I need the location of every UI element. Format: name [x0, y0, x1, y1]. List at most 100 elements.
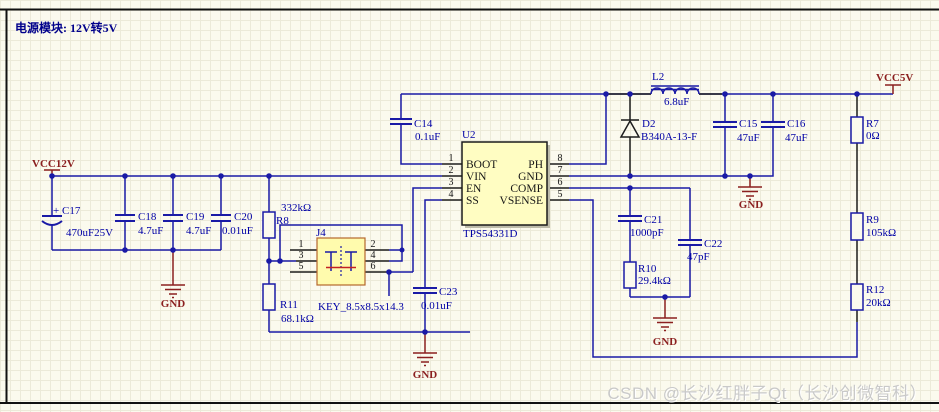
c23-ref-label: C23: [439, 286, 458, 298]
l2-value-label: 6.8uF: [664, 96, 689, 108]
c16-plates: [761, 121, 785, 128]
c15-ref-label: C15: [739, 118, 758, 130]
junction-dot: [722, 91, 728, 97]
j4-pin-number-2: 2: [371, 239, 376, 250]
power-port-vcc12v[interactable]: VCC12V: [32, 158, 75, 176]
u2-pin-number-5: 5: [558, 189, 563, 200]
c16-value-label: 47uF: [785, 132, 808, 144]
c14-ref-label: C14: [414, 118, 433, 130]
component-l2[interactable]: L2 6.8uF: [650, 71, 700, 108]
gnd-port-comp[interactable]: GND: [653, 297, 678, 348]
r12-body[interactable]: [850, 283, 864, 311]
component-c16[interactable]: C16 47uF: [761, 118, 808, 144]
component-c21[interactable]: C21 1000pF: [618, 214, 664, 239]
wire-c15-c16-tops[interactable]: [724, 94, 774, 122]
u2-pin-name-gnd: GND: [518, 171, 543, 183]
junction-dot: [662, 294, 668, 300]
l2-core-lines: [651, 85, 699, 91]
sheet-border: [0, 8, 939, 404]
gnd-port-output[interactable]: GND: [738, 176, 763, 211]
j4-pin-number-5: 5: [299, 261, 304, 272]
j4-pin-number-4: 4: [371, 250, 376, 261]
vcc5v-label: VCC5V: [876, 72, 913, 84]
wire-vsense-net[interactable]: [569, 199, 858, 358]
c16-ref-label: C16: [787, 118, 806, 130]
junction-dot: [854, 91, 860, 97]
r8-body[interactable]: [262, 211, 276, 239]
junction-dot: [422, 329, 428, 335]
u2-pin-number-3: 3: [449, 177, 454, 188]
junction-dot: [399, 247, 405, 253]
j4-switch-contacts: [325, 251, 357, 271]
u2-pin-number-4: 4: [449, 189, 454, 200]
wire-right-gnd-rail[interactable]: [569, 127, 774, 177]
component-c18[interactable]: C18 4.7uF: [115, 211, 163, 237]
junction-dot: [266, 258, 272, 264]
c18-plates: [115, 214, 135, 222]
wire-j4-loop[interactable]: [279, 224, 403, 262]
u2-right-pin-leads[interactable]: [547, 163, 569, 201]
component-r10[interactable]: R10 29.4kΩ: [623, 261, 671, 289]
wire-boot-c14[interactable]: [400, 94, 442, 165]
c17-value-label: 470uF25V: [66, 227, 113, 239]
gnd-symbol: [161, 250, 185, 299]
r9-body[interactable]: [850, 212, 864, 241]
component-c23[interactable]: C23 0.01uF: [413, 286, 458, 312]
j4-right-pin-leads[interactable]: [365, 249, 389, 273]
u2-pin-number-2: 2: [449, 165, 454, 176]
c22-plates: [678, 239, 702, 246]
c22-ref-label: C22: [704, 238, 722, 250]
component-d2[interactable]: D2 B340A-13-F: [619, 94, 697, 176]
component-r8[interactable]: 332kΩ R8: [262, 202, 311, 239]
component-c20[interactable]: C20 0.01uF: [211, 211, 253, 237]
r12-value-label: 20kΩ: [866, 297, 891, 309]
d2-ref-label: D2: [642, 118, 655, 130]
gnd-label: GND: [739, 199, 764, 211]
component-c22[interactable]: C22 47pF: [678, 238, 722, 263]
c20-ref-label: C20: [234, 211, 253, 223]
wire-comp-network[interactable]: [629, 188, 691, 298]
component-r11[interactable]: R11 68.1kΩ: [262, 283, 314, 325]
u2-body[interactable]: [461, 141, 548, 226]
d2-value-label: B340A-13-F: [641, 131, 697, 143]
wire-ss-c23[interactable]: [424, 199, 442, 332]
r8-value-label: 332kΩ: [281, 202, 311, 214]
component-r12[interactable]: R12 20kΩ: [850, 283, 891, 311]
component-c15[interactable]: C15 47uF: [713, 118, 760, 144]
r8-ref-label: R8: [276, 215, 289, 227]
junction-dot: [49, 173, 55, 179]
junction-dot: [266, 173, 272, 179]
l2-ref-label: L2: [652, 71, 664, 83]
component-c14[interactable]: C14 0.1uF: [390, 118, 440, 143]
component-u2[interactable]: U2 TPS54331D 1 2 3 4 8 7 6 5 BOOT VIN EN…: [449, 129, 563, 240]
c19-value-label: 4.7uF: [186, 225, 211, 237]
pin-leads: [290, 93, 858, 322]
junction-dot: [277, 258, 283, 264]
j4-part-label: KEY_8.5x8.5x14.3: [318, 301, 404, 313]
wire-ph-net[interactable]: [569, 94, 607, 165]
j4-body[interactable]: [316, 237, 366, 286]
component-r9[interactable]: R9 105kΩ: [850, 212, 896, 241]
component-j4[interactable]: J4 KEY_8.5x8.5x14.3 1 3 5 2 4 6: [299, 227, 405, 313]
gnd-port-left[interactable]: GND: [161, 250, 186, 310]
gnd-port-ss[interactable]: GND: [413, 332, 438, 381]
junction-dot: [722, 173, 728, 179]
power-port-vcc5v[interactable]: VCC5V: [876, 72, 913, 94]
r7-body[interactable]: [850, 116, 864, 144]
u2-pin-number-6: 6: [558, 177, 563, 188]
sheet-title: 电源模块: 12V转5V: [15, 20, 118, 35]
r10-value-label: 29.4kΩ: [638, 275, 671, 287]
component-c19[interactable]: C19 4.7uF: [163, 211, 211, 237]
wire-en-net[interactable]: [389, 187, 442, 273]
r10-body[interactable]: [623, 261, 637, 289]
component-r7[interactable]: R7 0Ω: [850, 116, 880, 144]
r11-value-label: 68.1kΩ: [281, 313, 314, 325]
u2-left-pin-leads[interactable]: [442, 163, 462, 201]
c22-value-label: 47pF: [687, 251, 710, 263]
r11-body[interactable]: [262, 283, 276, 311]
gnd-symbol: [738, 176, 762, 201]
component-c17[interactable]: + C17 470uF25V: [41, 205, 113, 239]
gnd-label: GND: [413, 369, 438, 381]
j4-left-pin-leads[interactable]: [290, 249, 317, 273]
